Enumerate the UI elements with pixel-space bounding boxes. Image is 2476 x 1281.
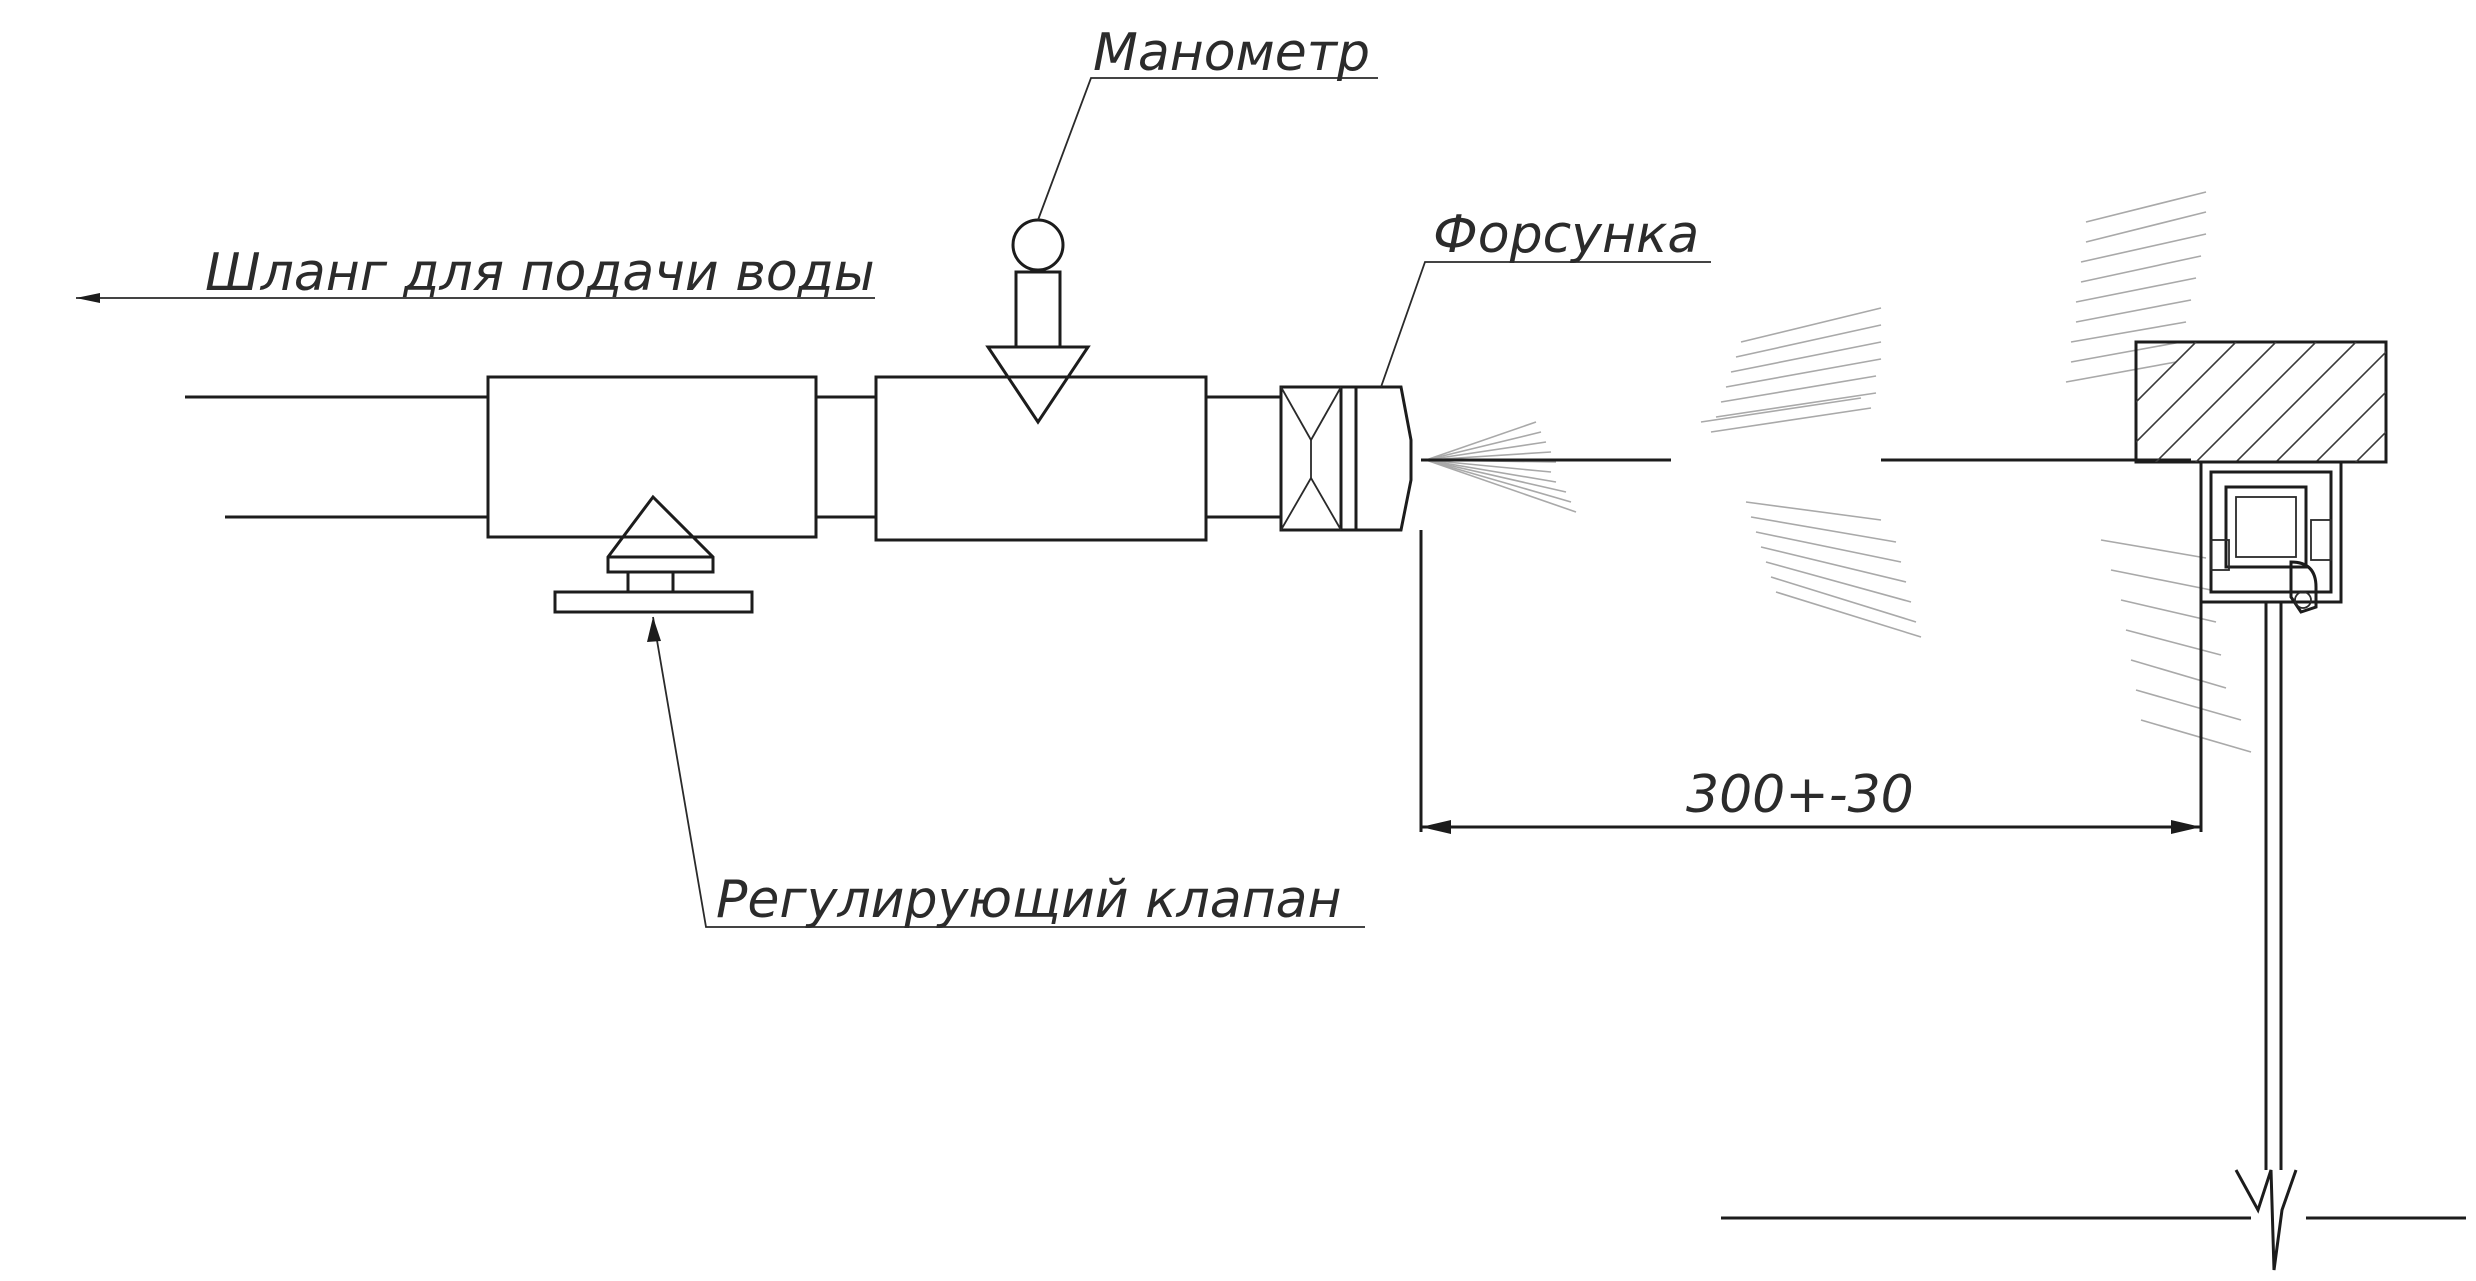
tee-fitting (874, 270, 1208, 542)
hose (185, 395, 488, 519)
valve-arrow-icon (647, 617, 661, 642)
nozzle (1279, 385, 1413, 532)
distance-label: 300+-30 (1686, 765, 1914, 825)
spray-hint-middle (1700, 307, 1922, 638)
spray-cone (1425, 421, 1577, 513)
coupling-2 (1204, 395, 1283, 519)
valve-leader (652, 616, 1365, 928)
spray-hint-right (2065, 191, 2252, 753)
valve-label: Регулирующий клапан (716, 870, 1342, 930)
distance-dimension (1419, 530, 2203, 834)
manometer-leader (1037, 77, 1378, 221)
window-profile (2199, 460, 2343, 1271)
hose-arrow-icon (76, 293, 100, 303)
arrowhead-left-icon (1421, 820, 1451, 834)
wall-block (2134, 340, 2388, 464)
hose-label: Шланг для подачи воды (205, 243, 875, 303)
regulating-valve (486, 375, 818, 614)
arrowhead-right-icon (2171, 820, 2201, 834)
coupling-1 (814, 395, 878, 519)
manometer-icon (1011, 218, 1065, 272)
nozzle-label: Форсунка (1433, 205, 1699, 265)
manometer-label: Манометр (1093, 23, 1370, 83)
nozzle-leader (1380, 261, 1711, 388)
